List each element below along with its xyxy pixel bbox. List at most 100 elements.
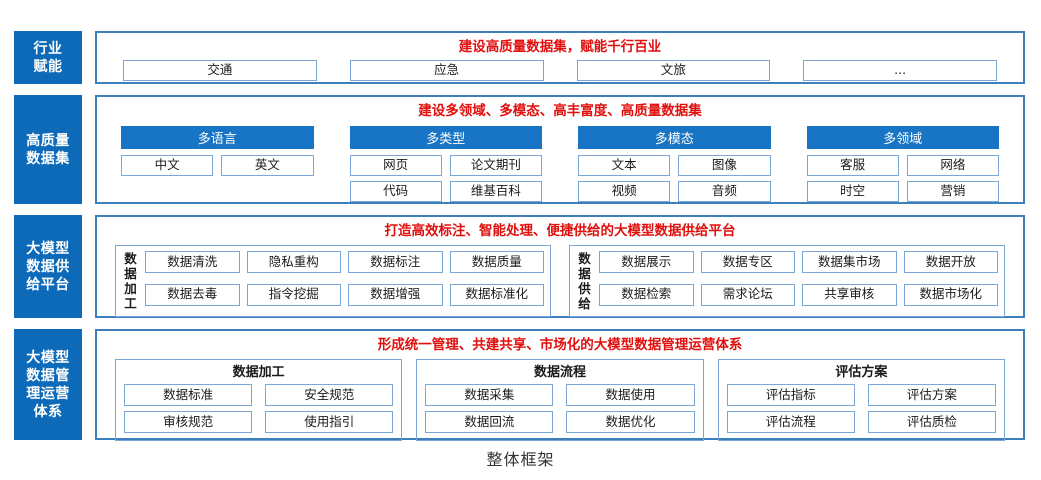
dataset-cell-audio[interactable]: 音频	[678, 181, 771, 202]
dataset-cell-webpage[interactable]: 网页	[349, 155, 442, 176]
dataset-column-multilingual: 多语言 中文 英文	[121, 126, 314, 202]
governance-cell-evaluation-process[interactable]: 评估流程	[726, 411, 855, 433]
dataset-column-head-multilingual[interactable]: 多语言	[121, 126, 314, 149]
dataset-cell-text[interactable]: 文本	[578, 155, 671, 176]
dataset-column-head-multitype[interactable]: 多类型	[349, 126, 542, 149]
row-industry-enablement: 行业 赋能 建设高质量数据集，赋能千行百业 交通 应急 文旅 ...	[14, 31, 1025, 84]
governance-items-data-flow: 数据采集 数据使用 数据回流 数据优化	[425, 384, 695, 433]
panel-title-governance: 形成统一管理、共建共享、市场化的大模型数据管理运营体系	[377, 337, 743, 353]
dataset-items-multitype: 网页 论文期刊 代码 维基百科	[349, 155, 542, 202]
sidebar-label-line-3: 理运营	[26, 385, 70, 402]
row-data-supply-platform: 大模型 数据供 给平台 打造高效标注、智能处理、便捷供给的大模型数据供给平台 数…	[14, 215, 1025, 318]
governance-group-title-data-flow: 数据流程	[533, 365, 586, 380]
dataset-cell-chinese[interactable]: 中文	[121, 155, 214, 176]
dataset-cell-english[interactable]: 英文	[221, 155, 314, 176]
panel-title-supply: 打造高效标注、智能处理、便捷供给的大模型数据供给平台	[384, 223, 736, 239]
governance-cell-data-optimization[interactable]: 数据优化	[566, 411, 695, 433]
panel-title-industry: 建设高质量数据集，赋能千行百业	[458, 39, 662, 55]
supply-cell-demand-forum[interactable]: 需求论坛	[700, 283, 795, 306]
governance-cell-evaluation-plan[interactable]: 评估方案	[867, 384, 996, 406]
dataset-cell-customer-service[interactable]: 客服	[806, 155, 899, 176]
sidebar-label-line-1: 大模型	[26, 240, 70, 257]
industry-cell-more[interactable]: ...	[803, 60, 997, 81]
dataset-cell-image[interactable]: 图像	[678, 155, 771, 176]
supply-cell-data-cleaning[interactable]: 数据清洗	[145, 251, 240, 273]
vlabel-char-1: 数	[578, 251, 591, 266]
governance-cell-evaluation-metrics[interactable]: 评估指标	[726, 384, 855, 406]
governance-cell-data-backflow[interactable]: 数据回流	[425, 411, 554, 433]
dataset-cell-video[interactable]: 视频	[578, 181, 671, 202]
supply-cell-data-display[interactable]: 数据展示	[599, 251, 694, 273]
dataset-cell-spatiotemporal[interactable]: 时空	[806, 181, 899, 202]
row-data-governance-system: 大模型 数据管 理运营 体系 形成统一管理、共建共享、市场化的大模型数据管理运营…	[14, 329, 1025, 441]
governance-group-title-data-processing: 数据加工	[232, 365, 285, 380]
dataset-column-multidomain: 多领域 客服 网络 时空 营销	[806, 126, 999, 202]
governance-cell-review-norms[interactable]: 审核规范	[124, 411, 253, 433]
dataset-column-group: 多语言 中文 英文 多类型 网页 论文期刊 代码 维基百科	[105, 126, 1015, 202]
supply-cell-instruction-mining[interactable]: 指令挖掘	[246, 283, 341, 306]
industry-cell-group: 交通 应急 文旅 ...	[105, 60, 1015, 81]
sidebar-label-industry-enablement[interactable]: 行业 赋能	[14, 31, 82, 84]
sidebar-label-data-governance-system[interactable]: 大模型 数据管 理运营 体系	[14, 329, 82, 440]
dataset-column-multimodal: 多模态 文本 图像 视频 音频	[578, 126, 771, 202]
supply-cell-share-review[interactable]: 共享审核	[802, 283, 897, 306]
figure-caption: 整体框架	[486, 450, 555, 469]
supply-cell-privacy-restructure[interactable]: 隐私重构	[246, 251, 341, 273]
industry-cell-culture-tourism[interactable]: 文旅	[576, 60, 771, 81]
supply-group-vertical-label-data-processing: 数 据 加 工	[122, 251, 139, 311]
governance-group-data-flow: 数据流程 数据采集 数据使用 数据回流 数据优化	[416, 359, 704, 441]
supply-cell-data-augmentation[interactable]: 数据增强	[348, 283, 443, 306]
dataset-cell-wikipedia[interactable]: 维基百科	[449, 181, 542, 202]
supply-cell-data-annotation[interactable]: 数据标注	[348, 251, 443, 273]
panel-data-supply-platform: 打造高效标注、智能处理、便捷供给的大模型数据供给平台 数 据 加 工 数据清洗 …	[95, 215, 1025, 318]
vlabel-char-3: 加	[124, 281, 137, 296]
dataset-items-multilingual: 中文 英文	[121, 155, 314, 176]
governance-cell-data-collection[interactable]: 数据采集	[425, 384, 554, 406]
supply-cell-data-search[interactable]: 数据检索	[599, 283, 694, 306]
sidebar-label-line-2: 赋能	[33, 58, 63, 75]
supply-cell-data-quality[interactable]: 数据质量	[449, 251, 544, 273]
supply-cell-data-marketization[interactable]: 数据市场化	[903, 283, 998, 306]
dataset-cell-marketing[interactable]: 营销	[906, 181, 999, 202]
sidebar-label-line-1: 高质量	[26, 132, 70, 149]
governance-group-container: 数据加工 数据标准 安全规范 审核规范 使用指引 数据流程 数据采集 数据使用 …	[105, 359, 1015, 441]
supply-cell-dataset-market[interactable]: 数据集市场	[802, 251, 897, 273]
supply-cell-data-open[interactable]: 数据开放	[903, 251, 998, 273]
sidebar-label-data-supply-platform[interactable]: 大模型 数据供 给平台	[14, 215, 82, 318]
vlabel-char-4: 给	[578, 296, 591, 311]
sidebar-label-high-quality-dataset[interactable]: 高质量 数据集	[14, 95, 82, 204]
governance-cell-data-standard[interactable]: 数据标准	[124, 384, 253, 406]
dataset-column-head-multidomain[interactable]: 多领域	[806, 126, 999, 149]
governance-group-evaluation-plan: 评估方案 评估指标 评估方案 评估流程 评估质检	[717, 359, 1005, 441]
supply-cell-data-standardization[interactable]: 数据标准化	[449, 283, 544, 306]
dataset-column-multitype: 多类型 网页 论文期刊 代码 维基百科	[349, 126, 542, 202]
governance-cell-data-usage[interactable]: 数据使用	[566, 384, 695, 406]
panel-high-quality-dataset: 建设多领域、多模态、高丰富度、高质量数据集 多语言 中文 英文 多类型 网页 论…	[95, 95, 1025, 204]
supply-group-data-supply: 数 据 供 给 数据展示 数据专区 数据集市场 数据开放 数据检索 需求论坛 共…	[569, 245, 1005, 317]
sidebar-label-line-2: 数据管	[26, 367, 70, 384]
vlabel-char-2: 据	[124, 266, 137, 281]
governance-group-data-processing: 数据加工 数据标准 安全规范 审核规范 使用指引	[115, 359, 403, 441]
governance-items-evaluation-plan: 评估指标 评估方案 评估流程 评估质检	[726, 384, 996, 433]
governance-cell-evaluation-qc[interactable]: 评估质检	[867, 411, 996, 433]
panel-data-governance-system: 形成统一管理、共建共享、市场化的大模型数据管理运营体系 数据加工 数据标准 安全…	[95, 329, 1025, 441]
dataset-column-head-multimodal[interactable]: 多模态	[578, 126, 771, 149]
governance-items-data-processing: 数据标准 安全规范 审核规范 使用指引	[124, 384, 394, 433]
sidebar-label-line-2: 数据集	[26, 150, 70, 167]
industry-cell-emergency[interactable]: 应急	[349, 60, 544, 81]
governance-cell-security-norms[interactable]: 安全规范	[265, 384, 394, 406]
supply-group-container: 数 据 加 工 数据清洗 隐私重构 数据标注 数据质量 数据去毒 指令挖掘 数据…	[105, 245, 1015, 317]
industry-cell-transport[interactable]: 交通	[123, 60, 317, 81]
row-high-quality-dataset: 高质量 数据集 建设多领域、多模态、高丰富度、高质量数据集 多语言 中文 英文 …	[14, 95, 1025, 204]
supply-cell-data-detox[interactable]: 数据去毒	[145, 283, 240, 306]
sidebar-label-line-4: 体系	[33, 403, 63, 420]
dataset-cell-network[interactable]: 网络	[906, 155, 999, 176]
governance-cell-usage-guide[interactable]: 使用指引	[265, 411, 394, 433]
dataset-cell-code[interactable]: 代码	[349, 181, 442, 202]
dataset-items-multimodal: 文本 图像 视频 音频	[578, 155, 771, 202]
supply-cell-data-zone[interactable]: 数据专区	[700, 251, 795, 273]
vlabel-char-3: 供	[578, 281, 591, 296]
panel-industry-enablement: 建设高质量数据集，赋能千行百业 交通 应急 文旅 ...	[95, 31, 1025, 84]
dataset-cell-journal[interactable]: 论文期刊	[449, 155, 542, 176]
